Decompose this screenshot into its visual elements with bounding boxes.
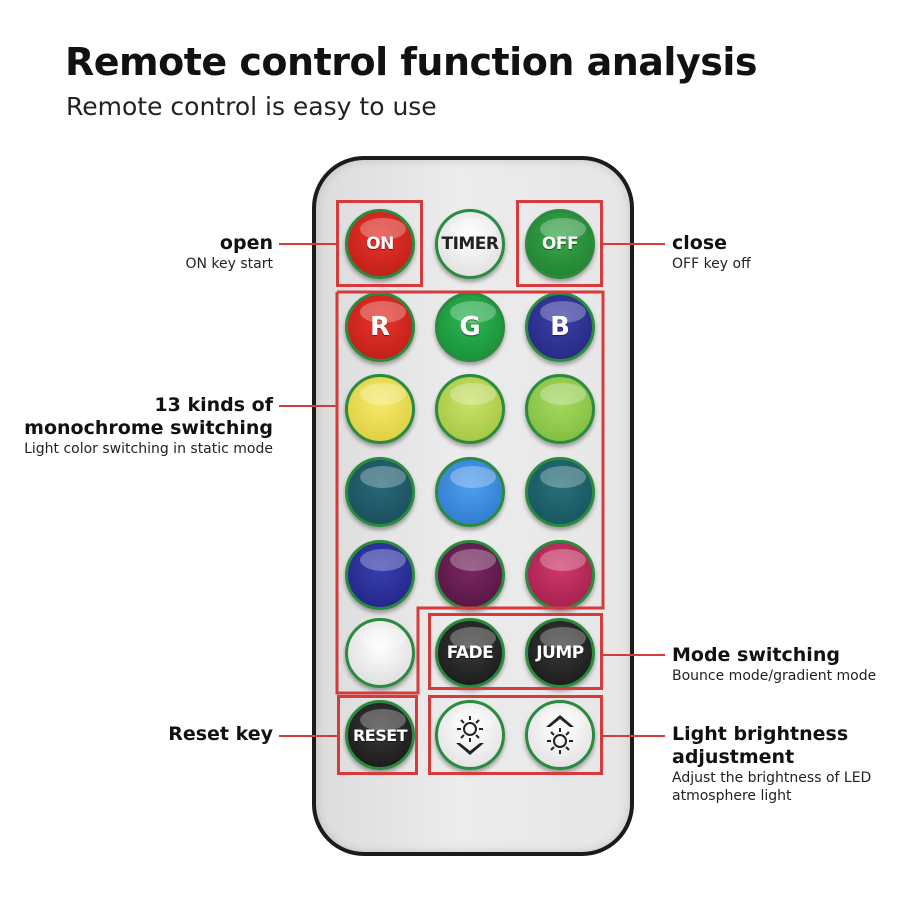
brightness-down-icon [456,716,484,755]
color-button-sky-blue[interactable] [435,457,505,527]
color-button-dark-teal[interactable] [345,457,415,527]
color-button-plum[interactable] [435,540,505,610]
mode-heading: Mode switching [672,644,840,666]
mode-sub: Bounce mode/gradient mode [672,668,877,684]
close-sub: OFF key off [672,256,751,272]
mono-label: 13 kinds of monochrome switching Light c… [24,394,273,458]
brightness-down-button[interactable] [435,700,505,770]
color-button-yellow-green[interactable] [435,374,505,444]
brightness-sub-2: atmosphere light [672,788,792,804]
reset-label: Reset key [168,723,273,746]
color-button-magenta[interactable] [525,540,595,610]
mono-sub: Light color switching in static mode [24,441,273,457]
brightness-label: Light brightness adjustment Adjust the b… [672,723,871,805]
off-button[interactable]: OFF [525,209,595,279]
color-button-deep-teal[interactable] [525,457,595,527]
brightness-heading-2: adjustment [672,746,795,768]
color-button-light-green[interactable] [525,374,595,444]
fade-button[interactable]: FADE [435,618,505,688]
timer-button[interactable]: TIMER [435,209,505,279]
close-label: close OFF key off [672,232,751,273]
close-connector [603,243,665,245]
open-sub: ON key start [185,256,273,272]
jump-button[interactable]: JUMP [525,618,595,688]
open-label: open ON key start [185,232,273,273]
close-heading: close [672,232,728,254]
brightness-connector [603,735,665,737]
mono-heading-1: 13 kinds of [154,394,273,416]
page-subtitle: Remote control is easy to use [66,92,437,121]
brightness-sub-1: Adjust the brightness of LED [672,770,872,786]
red-button[interactable]: R [345,292,415,362]
page-title: Remote control function analysis [65,40,758,84]
color-button-white[interactable] [345,618,415,688]
green-button[interactable]: G [435,292,505,362]
on-button[interactable]: ON [345,209,415,279]
brightness-up-button[interactable] [525,700,595,770]
open-heading: open [219,232,273,254]
color-button-yellow[interactable] [345,374,415,444]
open-connector [279,243,336,245]
color-button-navy[interactable] [345,540,415,610]
brightness-up-icon [546,715,574,754]
mono-connector [279,405,337,407]
mode-label: Mode switching Bounce mode/gradient mode [672,644,876,685]
mono-heading-2: monochrome switching [24,417,273,439]
mode-connector [603,654,665,656]
reset-button[interactable]: RESET [345,700,415,770]
blue-button[interactable]: B [525,292,595,362]
reset-heading: Reset key [168,723,273,745]
brightness-heading-1: Light brightness [672,723,849,745]
reset-connector [279,735,337,737]
